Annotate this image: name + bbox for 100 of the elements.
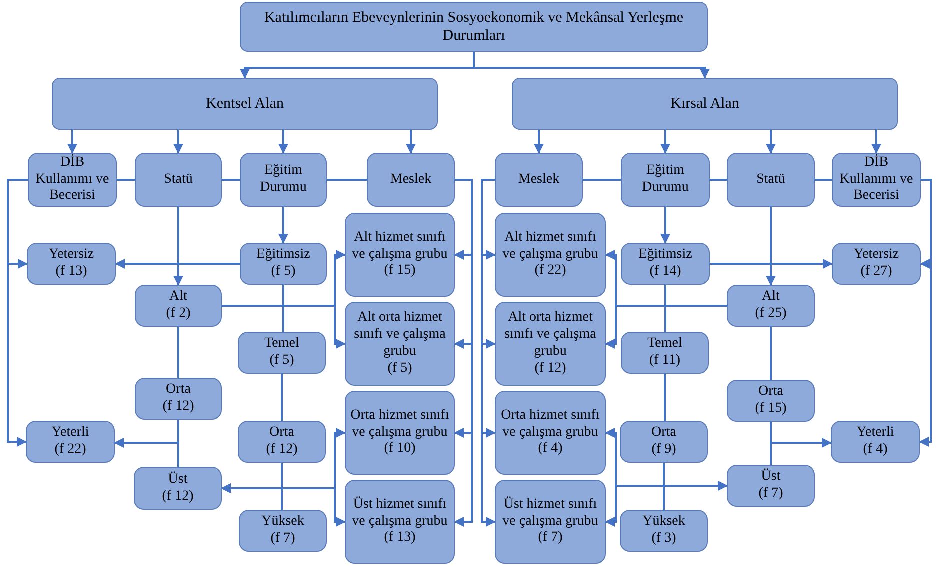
arrow <box>766 130 776 154</box>
category-box <box>239 510 327 552</box>
box-label: Meslek <box>518 172 560 188</box>
frequency-label: (f 2) <box>166 306 191 323</box>
category-box <box>240 243 327 285</box>
frequency-label: (f 12) <box>162 488 194 506</box>
box-label: Orta hizmet sınıfı ve çalışma grubu <box>350 408 450 442</box>
box-label: Orta <box>652 425 676 442</box>
frequency-label: (f 13) <box>384 530 416 548</box>
arrow <box>174 207 184 286</box>
frequency-label: (f 11) <box>650 353 680 370</box>
frequency-label: (f 5) <box>271 264 296 281</box>
arrow <box>766 207 776 286</box>
box-label: Üst hizmet sınıfı ve çalışma grubu <box>351 496 449 530</box>
connector-line <box>327 179 367 181</box>
arrow <box>68 130 78 154</box>
arrow <box>473 52 710 79</box>
box-label: Yetersiz <box>48 247 94 264</box>
frequency-label: (f 4) <box>863 442 888 459</box>
frequency-label: (f 7) <box>270 531 296 548</box>
frequency-label: (f 15) <box>755 401 787 418</box>
arrow <box>710 259 833 269</box>
category-box <box>495 302 606 386</box>
arrow <box>605 481 728 527</box>
connector-line <box>664 285 666 332</box>
connector-line <box>178 327 180 378</box>
box-label: Alt hizmet sınıfı ve çalışma grubu <box>502 230 600 264</box>
frequency-label: (f 25) <box>755 306 787 323</box>
frequency-label: (f 12) <box>534 360 566 378</box>
category-box <box>27 243 116 285</box>
arrow <box>534 130 544 154</box>
category-box <box>621 243 710 285</box>
box-label: Eğitim Durumu <box>259 163 308 197</box>
heading-box <box>512 78 898 130</box>
heading-box <box>52 78 438 130</box>
frequency-label: (f 4) <box>538 441 563 458</box>
box-label: Üst <box>168 472 188 488</box>
box-label: Yüksek <box>262 514 304 531</box>
box-label: Üst <box>761 469 781 486</box>
box-label: Eğitim Durumu <box>641 163 690 197</box>
category-box <box>620 421 708 463</box>
arrow <box>454 179 473 527</box>
box-label: Alt hizmet sınıfı ve çalışma grubu <box>351 230 449 264</box>
box-label: Alt <box>170 289 188 306</box>
category-box <box>134 467 222 510</box>
frequency-label: (f 7) <box>538 530 563 548</box>
box-label: Statü <box>756 172 786 188</box>
category-box <box>832 153 921 207</box>
frequency-label: (f 9) <box>652 442 676 459</box>
box-label: Temel <box>264 336 300 353</box>
category-box <box>367 153 455 207</box>
category-box <box>621 332 709 374</box>
category-box <box>832 243 921 285</box>
box-label: Katılımcıların Ebeveynlerinin Sosyoekonomik ve Mekânsal Yerleşme Durumları <box>263 9 685 45</box>
box-label: Yetersiz <box>854 247 900 264</box>
category-box <box>495 213 606 297</box>
connector-line <box>663 463 665 510</box>
connector-line <box>664 374 666 421</box>
category-box <box>135 285 222 327</box>
arrow <box>7 179 28 447</box>
connector-line <box>282 285 284 332</box>
box-label: DİB Kullanımı ve Becerisi <box>34 154 110 206</box>
category-box <box>727 285 815 327</box>
frequency-label: (f 12) <box>162 399 194 416</box>
frequency-label: (f 5) <box>270 353 294 370</box>
box-label: Alt orta hizmet sınıfı ve çalışma grubu <box>353 310 447 361</box>
arrow <box>115 259 240 269</box>
category-box <box>26 421 115 463</box>
arrow <box>872 130 882 154</box>
frequency-label: (f 22) <box>54 442 86 459</box>
box-label: Orta hizmet sınıfı ve çalışma grubu <box>500 408 601 442</box>
box-label: Alt <box>762 289 780 306</box>
connector-line <box>815 179 832 181</box>
connector-line <box>770 327 772 380</box>
box-label: DİB Kullanımı ve Becerisi <box>838 154 914 206</box>
frequency-label: (f 14) <box>650 264 682 281</box>
box-label: Kentsel Alan <box>206 95 284 113</box>
category-box <box>495 391 606 475</box>
frequency-label: (f 27) <box>860 264 892 281</box>
box-label: Orta <box>166 382 191 399</box>
box-label: Eğitimsiz <box>256 247 310 264</box>
frequency-label: (f 22) <box>534 263 566 280</box>
connector-line <box>710 179 727 181</box>
arrow <box>660 130 670 154</box>
box-label: Yeterli <box>52 425 90 442</box>
connector-line <box>117 179 135 181</box>
frequency-label: (f 12) <box>266 442 298 459</box>
connector-line <box>222 179 240 181</box>
category-box <box>345 302 455 386</box>
arrow <box>406 130 416 154</box>
box-label: Statü <box>164 172 193 188</box>
category-box <box>238 421 326 463</box>
box-label: Üst hizmet sınıfı ve çalışma grubu <box>502 496 600 530</box>
arrow <box>174 130 184 154</box>
box-label: Alt orta hizmet sınıfı ve çalışma grubu <box>504 310 598 361</box>
connector-line <box>281 374 283 421</box>
box-label: Eğitimsiz <box>638 247 692 264</box>
arrow <box>114 420 180 448</box>
arrow <box>660 207 670 244</box>
box-label: Temel <box>648 336 682 353</box>
